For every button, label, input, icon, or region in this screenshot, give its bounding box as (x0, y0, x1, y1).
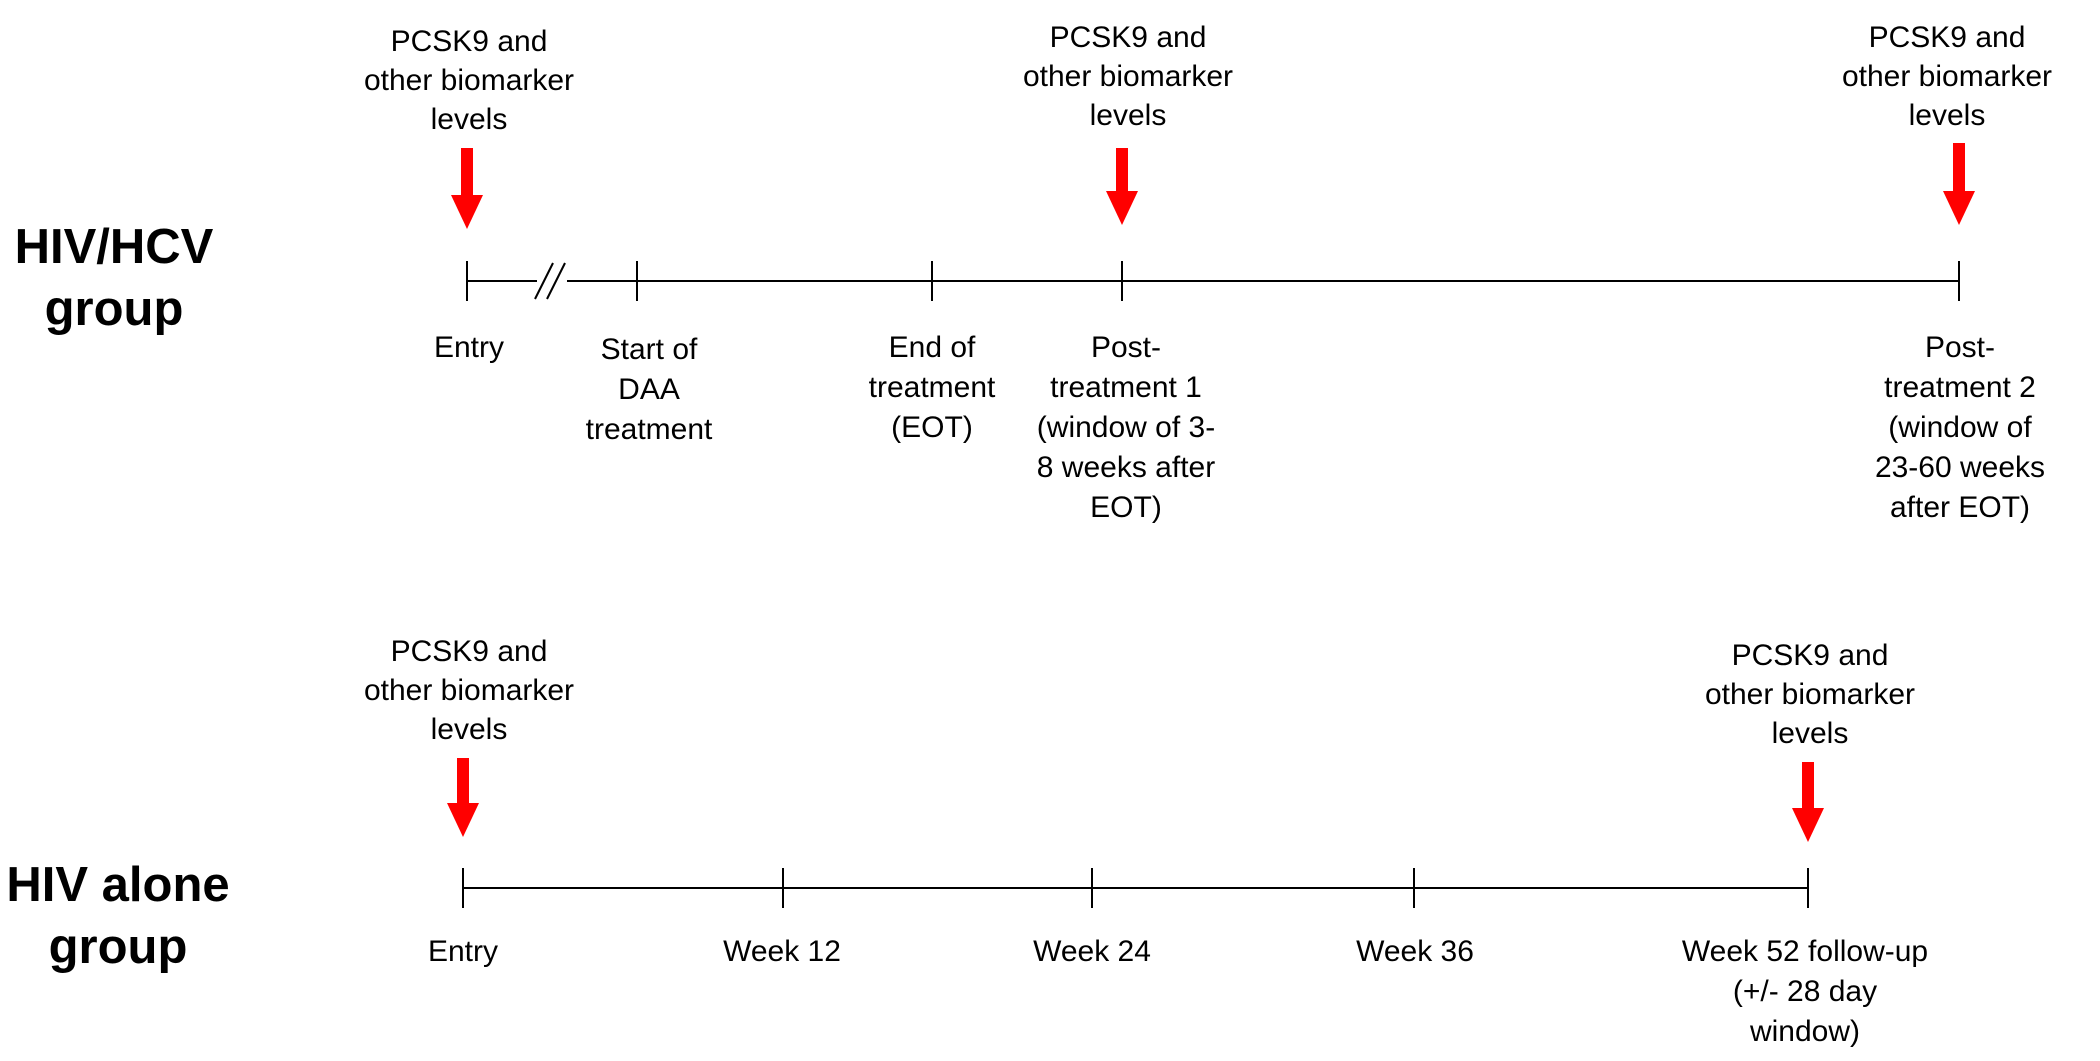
timeline-break-mark (534, 262, 554, 300)
group-label-hiv-hcv: HIV/HCV group (14, 220, 214, 336)
marker-label-hiv-entry: PCSK9 and other biomarker levels (363, 635, 575, 746)
marker-arrow-shaft (457, 758, 469, 805)
tick-label-end-of-treatment: End of treatment (EOT) (868, 331, 996, 444)
tick-label-entry: Entry (433, 331, 505, 364)
marker-label-hcv-post-treatment-2: PCSK9 and other biomarker levels (1841, 21, 2053, 132)
group-label-hiv-alone: HIV alone group (6, 858, 230, 974)
marker-arrow-shaft (461, 148, 473, 197)
marker-arrow-shaft (1116, 148, 1128, 193)
marker-arrow-head (451, 195, 483, 229)
marker-arrow-shaft (1953, 143, 1965, 193)
timeline-break-mark (546, 262, 566, 300)
marker-arrow-head (1792, 808, 1824, 842)
marker-arrow-shaft (1802, 762, 1814, 810)
marker-arrow-head (447, 803, 479, 837)
tick-label-post-treatment-1: Post- treatment 1 (window of 3- 8 weeks … (1036, 331, 1216, 524)
tick-label-week-24: Week 24 (1033, 935, 1151, 968)
tick-label-start-daa: Start of DAA treatment (585, 333, 713, 446)
marker-label-hiv-week-52: PCSK9 and other biomarker levels (1704, 639, 1916, 750)
tick-label-week-52: Week 52 follow-up (+/- 28 day window) (1681, 935, 1929, 1048)
tick-label-entry: Entry (427, 935, 499, 968)
marker-label-hcv-post-treatment-1: PCSK9 and other biomarker levels (1022, 21, 1234, 132)
marker-arrow-head (1106, 191, 1138, 225)
tick-label-week-36: Week 36 (1356, 935, 1474, 968)
marker-label-hcv-entry: PCSK9 and other biomarker levels (363, 25, 575, 136)
tick-label-week-12: Week 12 (723, 935, 841, 968)
tick-label-post-treatment-2: Post- treatment 2 (window of 23-60 weeks… (1874, 331, 2046, 524)
marker-arrow-head (1943, 191, 1975, 225)
